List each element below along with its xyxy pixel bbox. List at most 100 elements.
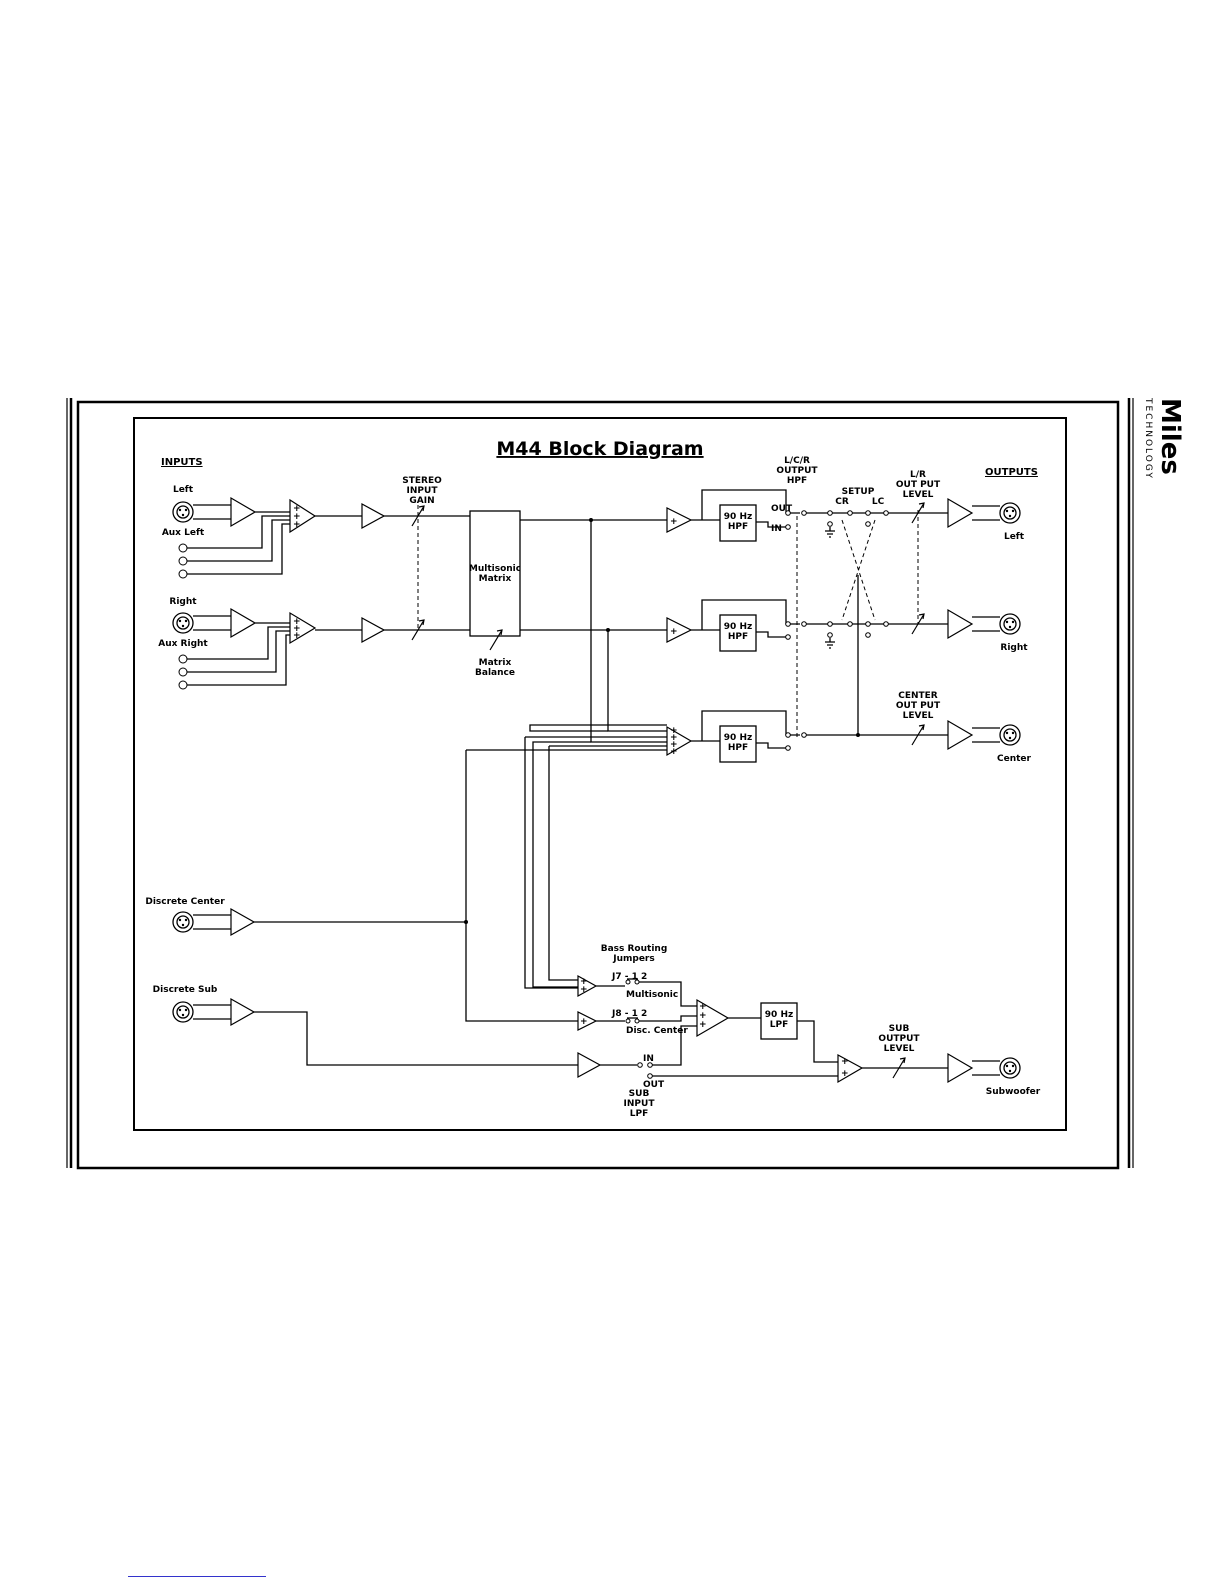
sub-output-level-label-3: LEVEL [884, 1044, 915, 1054]
sub-output-level-label-1: SUB [889, 1024, 910, 1034]
output-left-label: Left [1004, 532, 1025, 542]
labels-hpf-freq-text: 90 Hz [724, 622, 752, 632]
matrix-balance-label-1: Matrix [479, 658, 512, 668]
setup-cr-label: CR [835, 497, 849, 507]
sub-output-level-label-2: OUTPUT [878, 1034, 920, 1044]
level-pot-center [911, 724, 925, 746]
jumper-j8 [625, 1017, 640, 1024]
amp-out-right [947, 608, 974, 640]
svg-text:+: + [670, 627, 678, 637]
sub-input-lpf-label-2: INPUT [624, 1099, 656, 1109]
svg-text:+: + [699, 1002, 707, 1012]
setup-lc-label: LC [872, 497, 885, 507]
xlr-jack-center-out [999, 724, 1021, 746]
logo-brand: Miles [1155, 398, 1185, 475]
svg-text:+: + [293, 617, 301, 627]
page-frame [66, 398, 1134, 1170]
jumper-multisonic-label: Multisonic [626, 990, 678, 1000]
svg-text:+: + [580, 985, 588, 995]
jumper-j7-label: J7 - 1 2 [611, 972, 647, 982]
amp-out-subwoofer [947, 1052, 974, 1084]
lr-output-level-label-3: LEVEL [903, 490, 934, 500]
svg-text:+: + [580, 977, 588, 987]
labels-hpf-freq-text: 90 Hz [724, 733, 752, 743]
amp-gain-left [361, 502, 386, 530]
amp-gain-right [361, 616, 386, 644]
amp-discrete-sub [230, 997, 256, 1027]
hpf-center [719, 725, 757, 763]
switch-in-label: IN [771, 524, 782, 534]
svg-text:+: + [699, 1011, 707, 1021]
input-aux-left-label: Aux Left [162, 528, 205, 538]
labels-hpf-text: HPF [728, 522, 748, 532]
xlr-jack-discrete-center [172, 911, 194, 933]
amp-out-left [947, 497, 974, 529]
center-output-level-label-2: OUT PUT [896, 701, 941, 711]
stereo-input-gain-label-2: INPUT [407, 486, 439, 496]
lpf-sub [760, 1002, 798, 1040]
diagram-border [133, 417, 1067, 1131]
miles-logo: Miles TECHNOLOGY [1143, 397, 1185, 480]
svg-text:+: + [293, 631, 301, 641]
input-discrete-center-label: Discrete Center [145, 897, 225, 907]
labels-lpf-text: LPF [770, 1020, 788, 1030]
svg-text:+: + [293, 512, 301, 522]
input-aux-right-label: Aux Right [158, 639, 208, 649]
input-right-label: Right [169, 597, 197, 607]
lr-output-level-label-2: OUT PUT [896, 480, 941, 490]
stereo-input-gain-label-1: STEREO [402, 476, 442, 486]
amp-bass-disc-center [577, 1011, 598, 1031]
jumper-j8-label: J8 - 1 2 [611, 1009, 647, 1019]
input-left-label: Left [173, 485, 194, 495]
svg-text:+: + [293, 504, 301, 514]
amp-right-in [230, 607, 257, 639]
footer-link-underline[interactable] [128, 1576, 266, 1577]
multisonic-matrix-label-1: Multisonic [469, 564, 521, 574]
svg-text:+: + [293, 624, 301, 634]
hpf-right [719, 614, 757, 652]
svg-text:+: + [670, 733, 678, 743]
amp-sub-input [577, 1051, 602, 1079]
svg-text:+: + [670, 517, 678, 527]
level-pot-sub [892, 1057, 906, 1079]
stereo-input-gain-label-3: GAIN [409, 496, 434, 506]
lcr-output-hpf-label-1: L/C/R [784, 456, 810, 466]
output-right-label: Right [1000, 643, 1028, 653]
bass-routing-label-1: Bass Routing [601, 944, 668, 954]
center-output-level-label-3: LEVEL [903, 711, 934, 721]
lcr-output-hpf-label-2: OUTPUT [776, 466, 818, 476]
xlr-jack-left-out [999, 502, 1021, 524]
setup-label: SETUP [842, 487, 875, 497]
sub-input-lpf-label-3: LPF [630, 1109, 648, 1119]
lr-output-level-label-1: L/R [910, 470, 926, 480]
gain-pot-right [411, 619, 425, 641]
svg-text:+: + [580, 1017, 588, 1027]
svg-text:+: + [670, 726, 678, 736]
xlr-jack-subwoofer-out [999, 1057, 1021, 1079]
svg-text:+: + [699, 1020, 707, 1030]
svg-text:+: + [670, 740, 678, 750]
labels-hpf-text: HPF [728, 632, 748, 642]
diagram-title: M44 Block Diagram [496, 438, 703, 460]
rca-jacks-aux-right [178, 654, 188, 690]
jumper-disc-center-label: Disc. Center [626, 1026, 688, 1036]
labels-lpf-freq-text: 90 Hz [765, 1010, 793, 1020]
inputs-header: INPUTS [161, 457, 203, 468]
amp-out-center [947, 719, 974, 751]
summing-amp-bass [696, 998, 730, 1038]
summing-amp-center [666, 725, 693, 757]
xlr-jack-right-in [172, 612, 194, 634]
xlr-jack-discrete-sub [172, 1001, 194, 1023]
sub-input-lpf-label-1: SUB [629, 1089, 650, 1099]
summing-amp-sub-out [837, 1053, 864, 1084]
summing-amp-front-right [666, 617, 693, 643]
rca-jacks-aux-left [178, 543, 188, 579]
input-discrete-sub-label: Discrete Sub [153, 985, 218, 995]
labels-hpf-text: HPF [728, 743, 748, 753]
sub-switch-out-label: OUT [643, 1080, 665, 1090]
outputs-header: OUTPUTS [985, 467, 1038, 478]
setup-switch-nodes [827, 510, 889, 638]
svg-text:+: + [293, 520, 301, 530]
amp-discrete-center [230, 907, 256, 937]
output-center-label: Center [997, 754, 1032, 764]
